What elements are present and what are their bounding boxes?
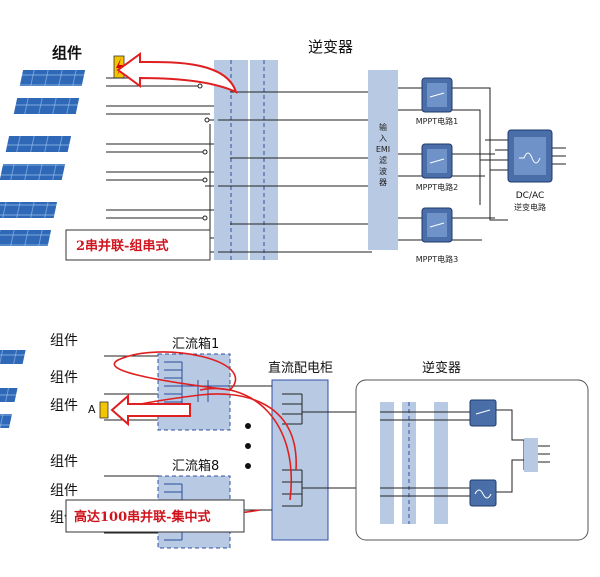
combiner1-label: 汇流箱1	[172, 336, 219, 352]
mppt-label-3: MPPT电路3	[416, 254, 459, 264]
current-flow-arrow	[116, 52, 238, 94]
module-label: 组件	[50, 333, 78, 349]
svg-text:输: 输	[379, 122, 387, 132]
mppt-circuit-2: MPPT电路2	[416, 143, 459, 192]
dcac-inverter-circuit: DC/AC 逆变电路	[507, 129, 566, 212]
module-label: 组件	[50, 398, 78, 414]
top-callout-text: 2串并联-组串式	[76, 238, 168, 254]
mppt-circuit-3: MPPT电路3	[416, 207, 459, 264]
emi-filter-label: 输 入 EMI 滤 波 器	[376, 122, 390, 187]
central-inverter-title: 逆变器	[422, 360, 461, 376]
modules-label: 组件	[52, 44, 82, 62]
module-label: 组件	[50, 483, 78, 499]
combiner-box-1: 汇流箱1	[157, 336, 231, 431]
svg-text:波: 波	[379, 166, 387, 176]
mppt-circuit-1: MPPT电路1	[416, 77, 459, 126]
pv-module-array	[0, 70, 86, 246]
pv-module-icon	[0, 202, 58, 218]
emi-filter-box	[368, 70, 398, 250]
bottom-callout-box	[65, 499, 245, 533]
inverter-title: 逆变器	[308, 38, 353, 56]
svg-text:滤: 滤	[379, 155, 387, 165]
svg-text:入: 入	[379, 134, 387, 143]
pv-module-icon	[0, 230, 52, 246]
pv-module-icon	[0, 414, 13, 428]
pv-module-icon	[0, 388, 18, 402]
bottom-callout-text: 高达100串并联-集中式	[74, 509, 211, 525]
bottom-pv-module-array: 组件 组件 组件 组件 组件 组件	[0, 333, 78, 526]
svg-text:器: 器	[379, 178, 387, 187]
svg-text:EMI: EMI	[376, 145, 390, 154]
current-flow-arrow-bottom	[110, 393, 191, 427]
pv-module-icon	[0, 164, 66, 180]
top-callout-box	[65, 229, 211, 261]
central-inverter-diagram: 组件 组件 组件 组件 组件 组件 汇流箱1	[0, 333, 589, 549]
ammeter-indicator: A	[88, 401, 109, 419]
ellipsis-dots	[245, 423, 251, 469]
pv-module-icon	[0, 350, 26, 364]
string-inverter-diagram: 组件 逆变器	[0, 30, 588, 300]
central-inverter: 逆变器	[355, 360, 589, 541]
module-label: 组件	[50, 370, 78, 386]
mppt-label-2: MPPT电路2	[416, 182, 459, 192]
pv-module-icon	[13, 98, 80, 114]
mppt-label-1: MPPT电路1	[416, 116, 459, 126]
dc-cabinet-label: 直流配电柜	[268, 361, 333, 376]
combiner8-label: 汇流箱8	[172, 458, 219, 474]
module-label: 组件	[50, 454, 78, 470]
dcac-label: DC/AC	[516, 191, 545, 201]
dcac-sublabel: 逆变电路	[514, 202, 546, 212]
pv-module-icon	[5, 136, 72, 152]
pv-module-icon	[19, 70, 86, 86]
current-label: A	[88, 403, 96, 416]
